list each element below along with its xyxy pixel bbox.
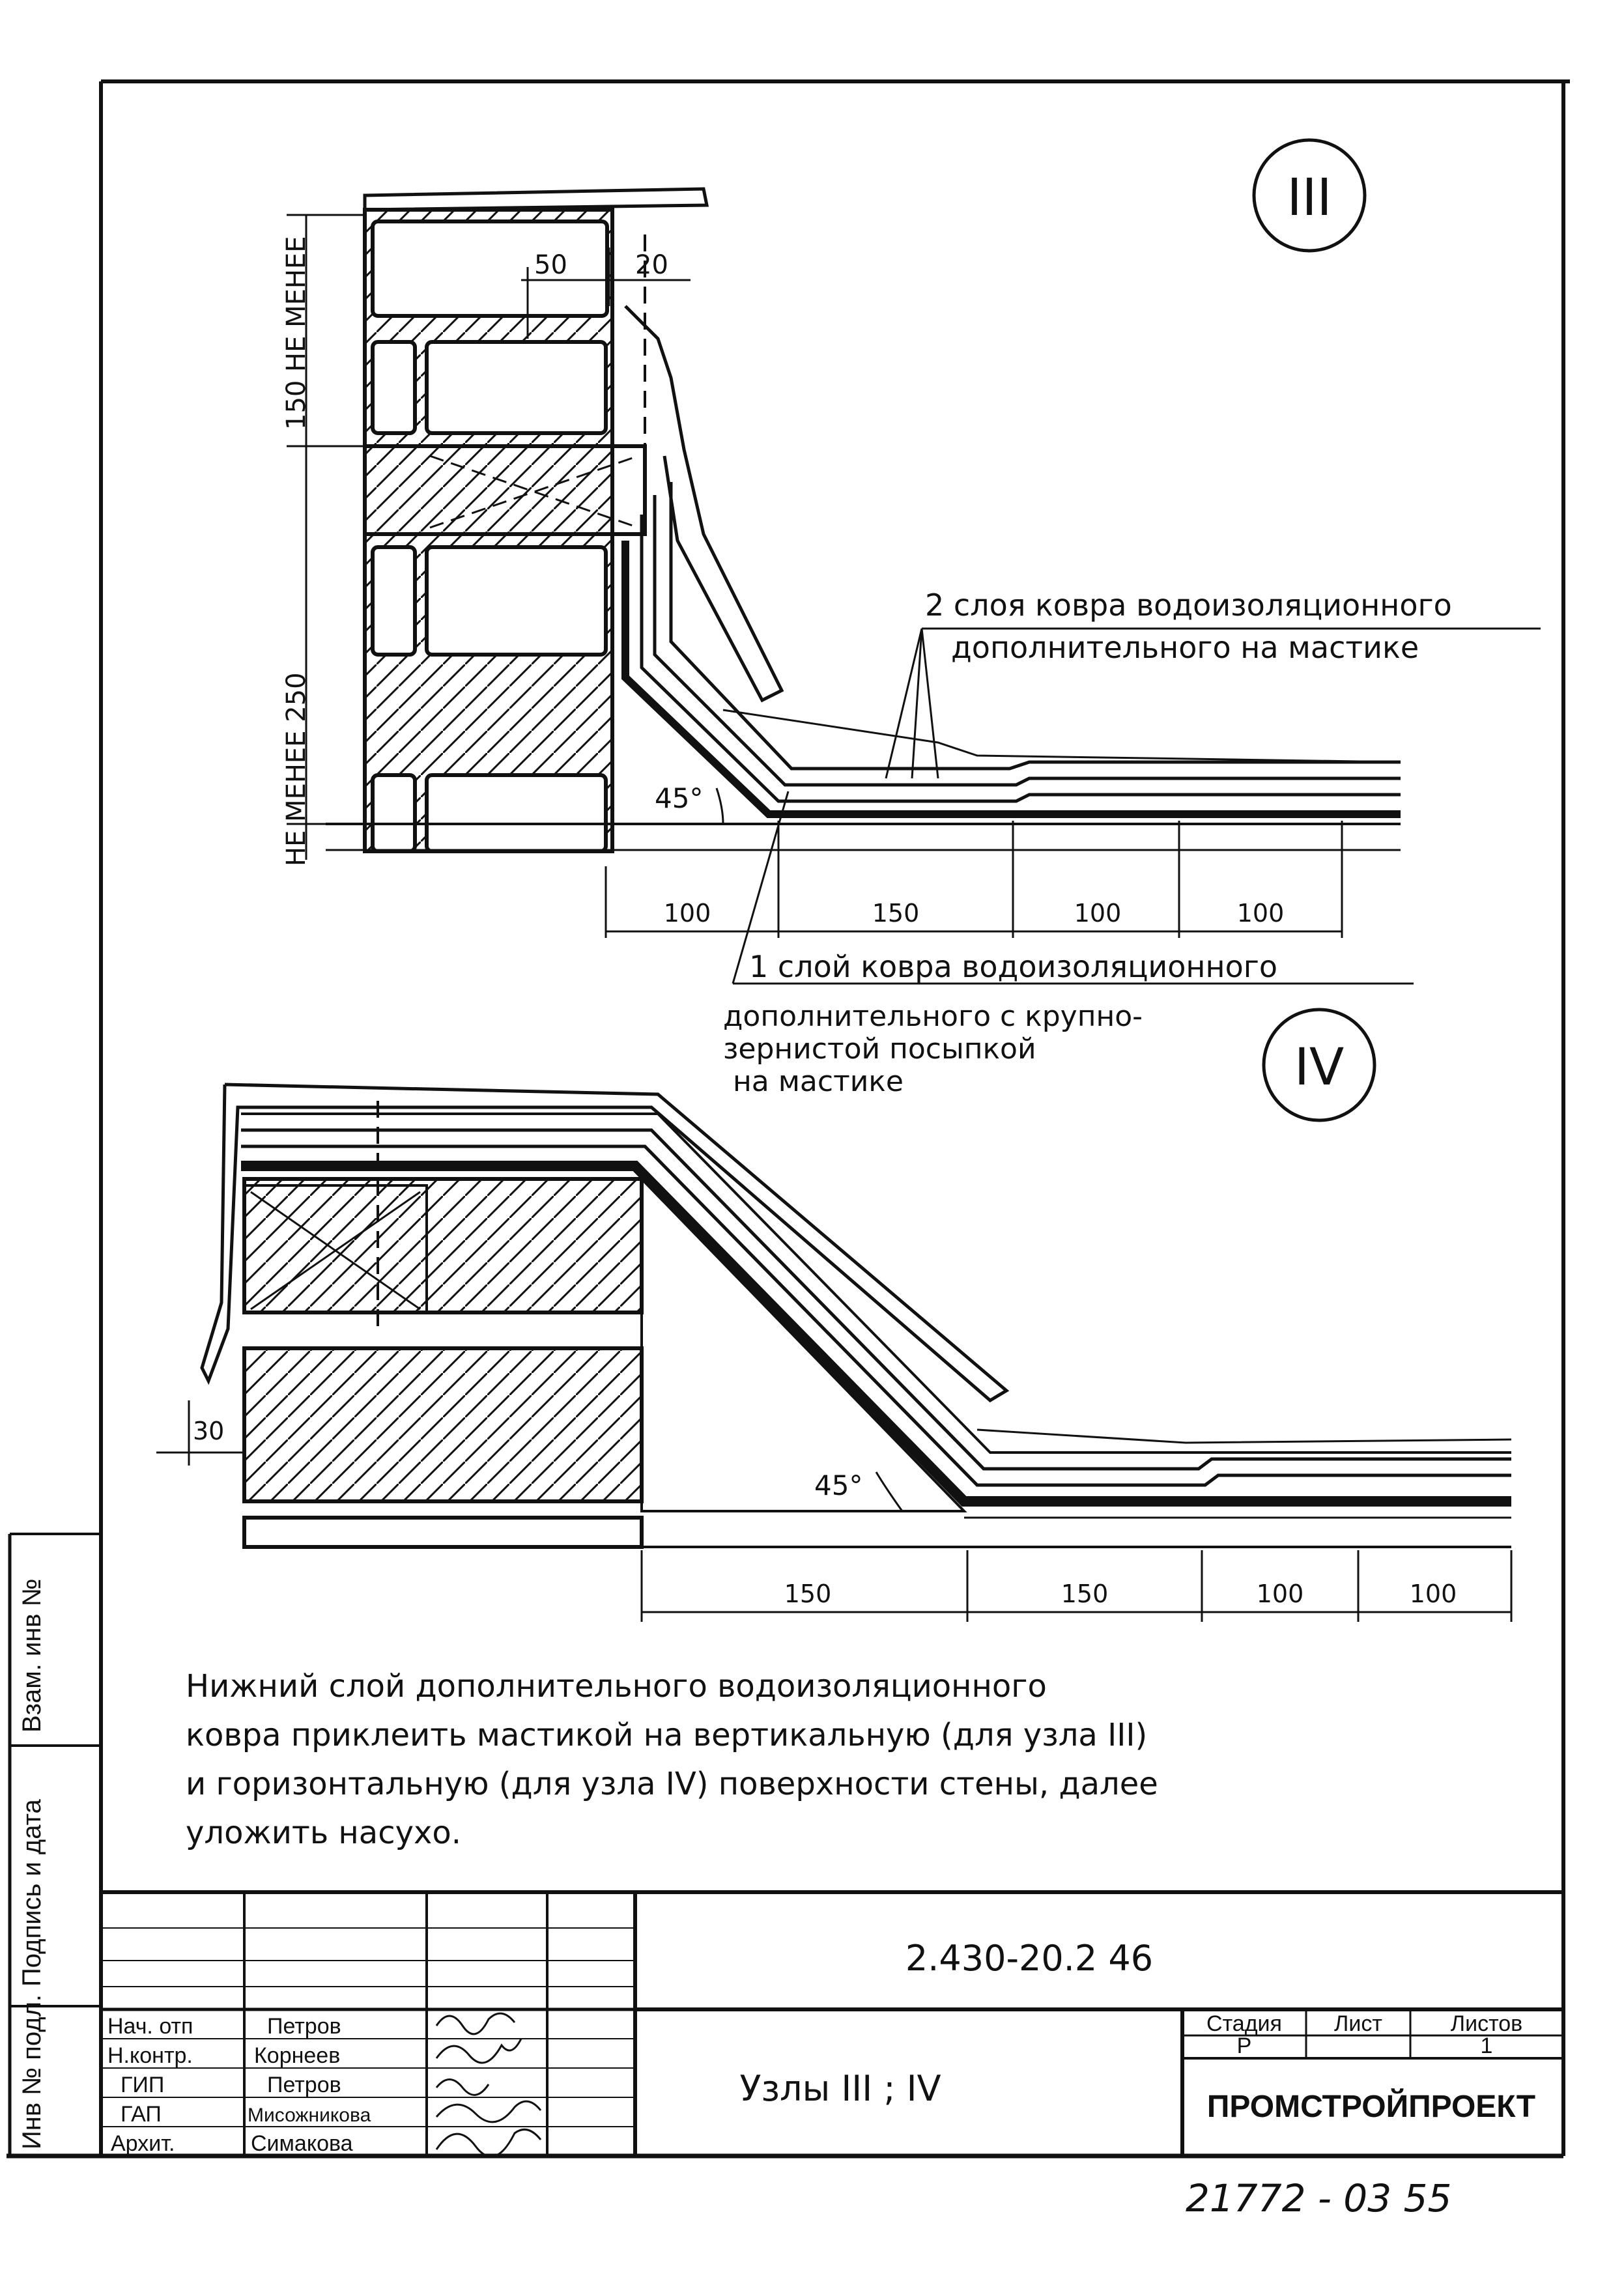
svg-text:150: 150 (1061, 1580, 1109, 1608)
node-3-drawing: 45° 150 НЕ МЕНЕЕ НЕ МЕНЕЕ 250 50 20 100 … (281, 187, 1541, 1098)
note-line-4: уложить насухо. (186, 1815, 461, 1851)
svg-text:ГАП: ГАП (121, 2102, 162, 2127)
title-block-text: 2.430-20.2 46 Узлы III ; IV Стадия Лист … (107, 1938, 1535, 2156)
svg-text:Петров: Петров (267, 2014, 341, 2039)
title-block (101, 1890, 1563, 2156)
svg-text:1 слой ковра водоизоляционного: 1 слой ковра водоизоляционного (749, 949, 1277, 984)
svg-text:Петров: Петров (267, 2073, 341, 2097)
doc-code: 2.430-20.2 46 (905, 1938, 1153, 1979)
svg-text:100: 100 (664, 899, 711, 928)
svg-text:150 НЕ МЕНЕЕ: 150 НЕ МЕНЕЕ (281, 236, 311, 430)
note-line-3: и горизонтальную (для узла IV) поверхнос… (186, 1766, 1158, 1802)
svg-text:Лист: Лист (1334, 2011, 1382, 2036)
svg-text:45°: 45° (814, 1469, 862, 1501)
svg-text:зернистой посыпкой: зернистой посыпкой (723, 1032, 1036, 1066)
side-stamp: Взам. инв № Подпись и дата Инв № подл. (8, 1533, 101, 2156)
svg-text:2 слоя ковра водоизоляционного: 2 слоя ковра водоизоляционного (925, 588, 1452, 623)
svg-text:IV: IV (1294, 1038, 1344, 1097)
svg-text:Нач. отп: Нач. отп (107, 2014, 193, 2039)
svg-text:50: 50 (534, 250, 567, 280)
svg-text:100: 100 (1410, 1580, 1457, 1608)
sheet-frame (7, 79, 1570, 2159)
archive-number: 21772 - 03 55 (1186, 2176, 1451, 2220)
detail-mark-4: IV (1262, 1008, 1376, 1122)
brick-voids (371, 220, 609, 853)
svg-text:III: III (1287, 169, 1332, 227)
signatures (435, 2012, 542, 2158)
svg-text:дополнительного с крупно-: дополнительного с крупно- (723, 1000, 1143, 1033)
svg-text:45°: 45° (655, 782, 703, 814)
svg-text:Мисожникова: Мисожникова (248, 2105, 371, 2126)
svg-text:Подпись и дата: Подпись и дата (18, 1799, 46, 1987)
org-name: ПРОМСТРОЙПРОЕКТ (1207, 2088, 1535, 2124)
sheet-title: Узлы III ; IV (739, 2068, 941, 2109)
detail-mark-3: III (1252, 138, 1367, 253)
note-line-2: ковра приклеить мастикой на вертикальную… (186, 1717, 1147, 1753)
note-line-1: Нижний слой дополнительного водоизоляцио… (186, 1668, 1047, 1705)
node-4-drawing: 45° 30 150 150 100 100 (156, 1083, 1513, 1622)
svg-text:Листов: Листов (1451, 2011, 1522, 2036)
svg-text:Взам. инв №: Взам. инв № (18, 1578, 46, 1733)
svg-text:100: 100 (1074, 899, 1122, 928)
svg-text:Р: Р (1237, 2034, 1252, 2058)
svg-text:Архит.: Архит. (111, 2131, 175, 2156)
svg-text:Симакова: Симакова (251, 2131, 353, 2156)
svg-text:Стадия: Стадия (1206, 2011, 1282, 2036)
svg-text:1: 1 (1481, 2034, 1493, 2058)
svg-text:20: 20 (635, 250, 668, 280)
svg-text:100: 100 (1257, 1580, 1304, 1608)
svg-text:30: 30 (193, 1417, 224, 1445)
svg-text:150: 150 (872, 899, 920, 928)
svg-text:ГИП: ГИП (121, 2073, 164, 2097)
svg-text:Корнеев: Корнеев (254, 2043, 340, 2068)
svg-text:Инв № подл.: Инв № подл. (18, 1994, 46, 2149)
general-note: Нижний слой дополнительного водоизоляцио… (186, 1668, 1158, 1851)
svg-text:на мастике: на мастике (733, 1065, 904, 1098)
svg-text:дополнительного на мастике: дополнительного на мастике (951, 630, 1419, 665)
svg-text:НЕ МЕНЕЕ 250: НЕ МЕНЕЕ 250 (281, 672, 311, 866)
svg-text:Н.контр.: Н.контр. (107, 2043, 193, 2068)
svg-text:150: 150 (784, 1580, 832, 1608)
svg-text:100: 100 (1237, 899, 1285, 928)
